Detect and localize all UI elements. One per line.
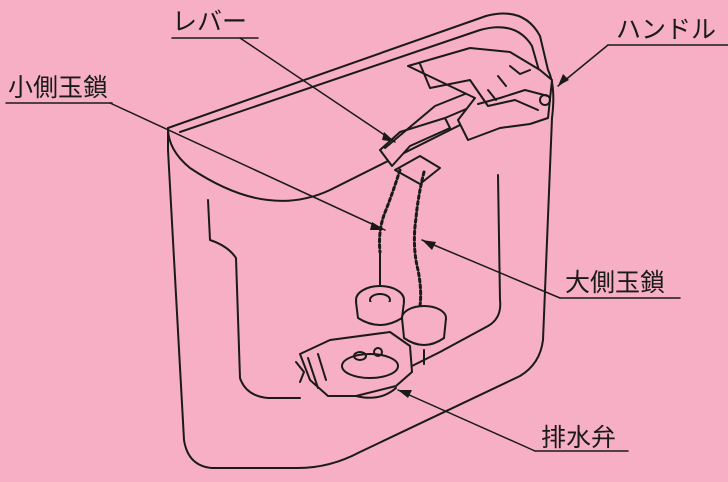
- tank-outer-shell: [167, 12, 555, 469]
- handle-label: ハンドル: [616, 15, 717, 44]
- drain-valve-leader: [397, 389, 536, 452]
- drain-valve-label: 排水弁: [541, 423, 617, 452]
- lever-arrowhead: [382, 132, 395, 142]
- lever-arm: [379, 117, 451, 167]
- small-side-chain: [378, 168, 402, 254]
- tank-lid: [167, 83, 543, 202]
- large-side-chain: [412, 170, 426, 308]
- lever-label: レバー: [172, 7, 248, 36]
- small-chain-leader: [109, 102, 386, 231]
- tank-inner-wall: [207, 174, 502, 399]
- small-chain-arrowhead: [370, 222, 385, 230]
- large-chain-label: 大側玉鎖: [565, 268, 666, 297]
- tank-lid-inner: [179, 26, 541, 133]
- lever-leader: [239, 37, 396, 143]
- small-chain-label: 小側玉鎖: [8, 73, 109, 102]
- lever-bracket: [394, 155, 441, 185]
- large-chain-arrowhead: [422, 240, 436, 250]
- handle-arrowhead: [558, 74, 569, 86]
- drain-valve-arrowhead: [398, 390, 412, 398]
- large-chain-leader: [421, 239, 561, 299]
